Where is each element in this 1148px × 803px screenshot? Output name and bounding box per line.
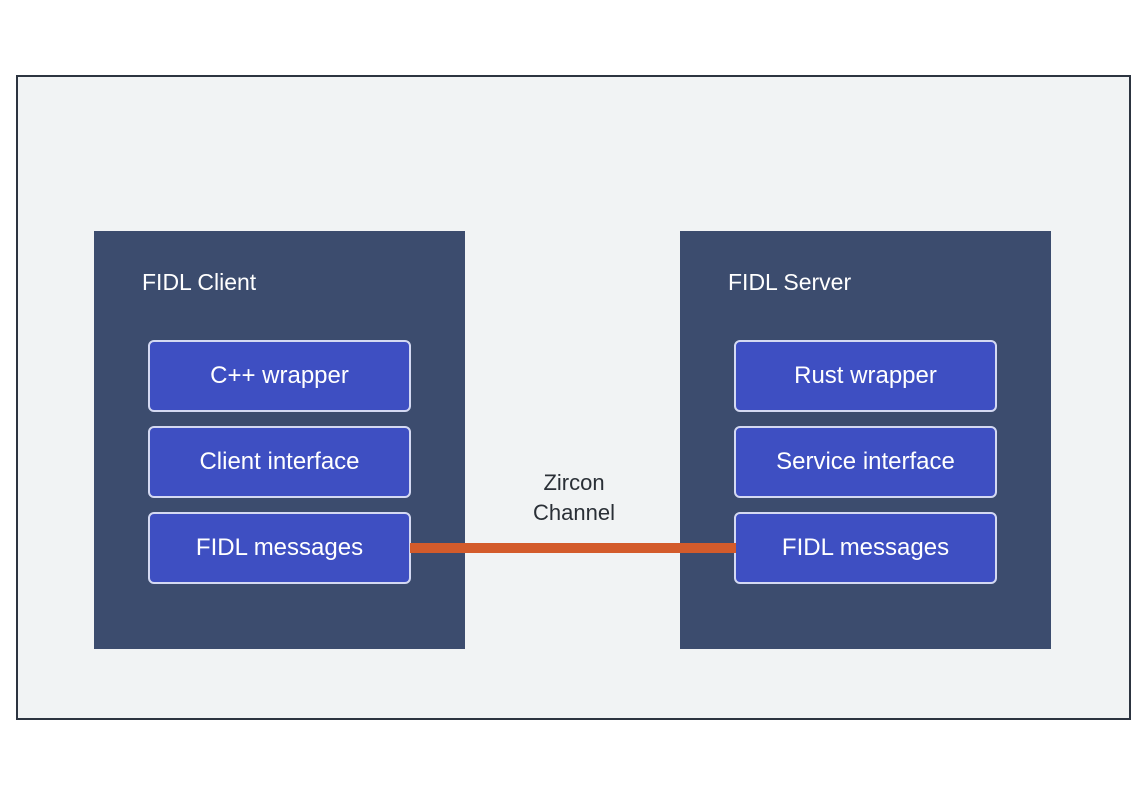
server-layer-service-interface: Service interface: [734, 426, 997, 498]
client-layer-client-interface: Client interface: [148, 426, 411, 498]
client-layer-fidl-messages: FIDL messages: [148, 512, 411, 584]
server-layer-fidl-messages: FIDL messages: [734, 512, 997, 584]
server-layer-rust-wrapper: Rust wrapper: [734, 340, 997, 412]
fidl-client-panel: FIDL Client C++ wrapper Client interface…: [94, 231, 465, 649]
client-layer-cpp-wrapper: C++ wrapper: [148, 340, 411, 412]
zircon-channel-line: [410, 543, 736, 553]
channel-label-line2: Channel: [533, 500, 615, 525]
channel-label: Zircon Channel: [504, 468, 644, 528]
client-title: FIDL Client: [142, 269, 257, 295]
fidl-server-panel: FIDL Server Rust wrapper Service interfa…: [680, 231, 1051, 649]
channel-label-line1: Zircon: [543, 470, 605, 495]
server-title: FIDL Server: [728, 269, 852, 295]
